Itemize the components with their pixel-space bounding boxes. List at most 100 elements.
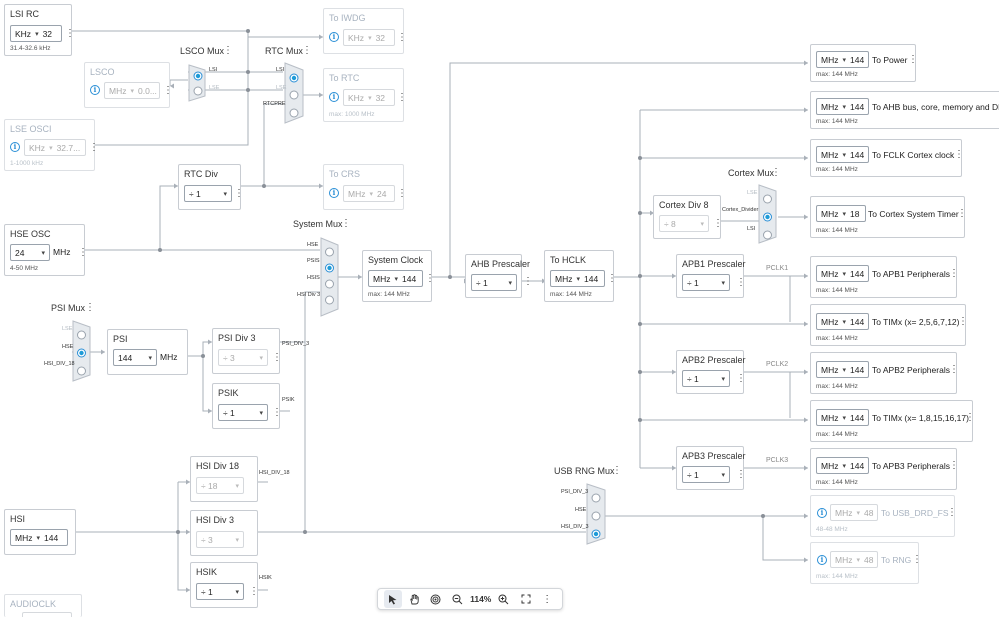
apb1-prescaler-select[interactable]: ÷ 1▾ [682, 274, 730, 291]
psik-select[interactable]: ÷ 1▾ [218, 404, 268, 421]
to-iwdg-block[interactable]: To IWDG i KHz▾32 ⋮ [323, 8, 407, 54]
more-icon[interactable]: ⋮ [523, 276, 533, 287]
lsco-mux[interactable] [188, 64, 206, 102]
psi-block[interactable]: PSI 144▾ MHz [107, 329, 188, 375]
ahb-prescaler-select[interactable]: ÷ 1▾ [471, 274, 517, 291]
more-icon[interactable]: ⋮ [223, 45, 233, 56]
hsi-block[interactable]: HSI MHz▾144 [4, 509, 76, 555]
psi-mux[interactable] [72, 320, 91, 382]
target-icon[interactable] [427, 590, 445, 608]
system-clock-block[interactable]: System Clock MHz▾144 ⋮ max: 144 MHz [362, 250, 435, 302]
output-to-usb-drd-fs[interactable]: i MHz▾48 To USB_DRD_FS ⋮ 48-48 MHz [810, 495, 957, 537]
more-icon[interactable]: ⋮ [949, 460, 959, 471]
output-select[interactable]: MHz▾18 [816, 205, 866, 222]
more-icon[interactable]: ⋮ [771, 167, 781, 178]
rtc-div-select[interactable]: ÷ 1▾ [184, 185, 232, 202]
zoom-in-icon[interactable] [495, 590, 513, 608]
to-hclk-block[interactable]: To HCLK MHz▾144 ⋮ max: 144 MHz [544, 250, 617, 302]
more-icon[interactable]: ⋮ [949, 268, 959, 279]
output-select[interactable]: MHz▾144 [816, 409, 869, 426]
psi-select[interactable]: 144▾ [113, 349, 157, 366]
to-rtc-block[interactable]: To RTC i KHz▾32 ⋮ max: 1000 MHz [323, 68, 407, 122]
hsi-div3-select[interactable]: ÷ 3▾ [196, 531, 244, 548]
more-icon[interactable]: ⋮ [234, 188, 244, 199]
rtc-div-block[interactable]: RTC Div ÷ 1▾ ⋮ [178, 164, 244, 210]
more-icon[interactable]: ⋮ [249, 586, 259, 597]
output-to-apb2[interactable]: MHz▾144 To APB2 Peripherals ⋮ max: 144 M… [810, 352, 959, 394]
lse-osci-select[interactable]: KHz▾32.7... [24, 139, 86, 156]
apb2-prescaler-block[interactable]: APB2 Prescaler ÷ 1▾ ⋮ [676, 350, 746, 394]
cortex-div8-select[interactable]: ÷ 8▾ [659, 215, 709, 232]
more-icon[interactable]: ⋮ [958, 316, 968, 327]
more-options-icon[interactable]: ⋮ [542, 593, 553, 605]
hsik-select[interactable]: ÷ 1▾ [196, 583, 244, 600]
more-icon[interactable]: ⋮ [908, 54, 918, 65]
more-icon[interactable]: ⋮ [957, 208, 967, 219]
hsi-div3-block[interactable]: HSI Div 3 ÷ 3▾ [190, 510, 258, 556]
output-to-apb3[interactable]: MHz▾144 To APB3 Peripherals ⋮ max: 144 M… [810, 448, 959, 490]
output-to-cortex-timer[interactable]: MHz▾18 To Cortex System Timer ⋮ max: 144… [810, 196, 967, 238]
to-crs-select[interactable]: MHz▾24 [343, 185, 395, 202]
more-icon[interactable]: ⋮ [954, 149, 964, 160]
system-clock-select[interactable]: MHz▾144 [368, 270, 423, 287]
to-hclk-select[interactable]: MHz▾144 [550, 270, 605, 287]
more-icon[interactable]: ⋮ [85, 302, 95, 313]
output-to-fclk[interactable]: MHz▾144 To FCLK Cortex clock ⋮ max: 144 … [810, 139, 964, 177]
output-to-ahb[interactable]: MHz▾144 To AHB bus, core, memory and DMA… [810, 91, 999, 129]
more-icon[interactable]: ⋮ [65, 28, 75, 39]
more-icon[interactable]: ⋮ [397, 92, 407, 103]
more-icon[interactable]: ⋮ [272, 352, 282, 363]
more-icon[interactable]: ⋮ [912, 554, 922, 565]
apb1-prescaler-block[interactable]: APB1 Prescaler ÷ 1▾ ⋮ [676, 254, 746, 298]
system-mux[interactable] [320, 237, 339, 317]
more-icon[interactable]: ⋮ [272, 407, 282, 418]
lse-osci-block[interactable]: LSE OSCI i KHz▾32.7... ⋮ 1-1000 kHz [4, 119, 99, 171]
zoom-out-icon[interactable] [449, 590, 467, 608]
psi-div3-block[interactable]: PSI Div 3 ÷ 3▾ ⋮ [212, 328, 282, 374]
hsik-block[interactable]: HSIK ÷ 1▾ ⋮ [190, 562, 259, 608]
hsi-div18-block[interactable]: HSI Div 18 ÷ 18▾ [190, 456, 258, 502]
output-select[interactable]: MHz▾144 [816, 51, 869, 68]
lsco-select[interactable]: MHz▾0.0... [104, 82, 160, 99]
psik-block[interactable]: PSIK ÷ 1▾ ⋮ [212, 383, 282, 429]
audioclk-select[interactable] [22, 612, 72, 617]
more-icon[interactable]: ⋮ [736, 277, 746, 288]
more-icon[interactable]: ⋮ [612, 465, 622, 476]
more-icon[interactable]: ⋮ [425, 273, 435, 284]
output-select[interactable]: MHz▾144 [816, 313, 869, 330]
pointer-icon[interactable] [383, 590, 402, 608]
cortex-div8-block[interactable]: Cortex Div 8 ÷ 8▾ ⋮ [653, 195, 723, 239]
audioclk-block[interactable]: AUDIOCLK [4, 594, 82, 617]
hsi-select[interactable]: MHz▾144 [10, 529, 68, 546]
output-select[interactable]: MHz▾144 [816, 265, 869, 282]
hand-pan-icon[interactable] [405, 590, 423, 608]
cortex-mux[interactable] [758, 184, 777, 244]
hse-osc-select[interactable]: 24▾ [10, 244, 50, 261]
more-icon[interactable]: ⋮ [965, 412, 975, 423]
output-select[interactable]: MHz▾144 [816, 146, 869, 163]
lsco-block[interactable]: LSCO i MHz▾0.0... ⋮ [84, 62, 173, 108]
lsi-rc-select[interactable]: KHz▾32 [10, 25, 62, 42]
more-icon[interactable]: ⋮ [397, 32, 407, 43]
output-to-rng[interactable]: i MHz▾48 To RNG ⋮ max: 144 MHz [810, 542, 922, 584]
psi-div3-select[interactable]: ÷ 3▾ [218, 349, 268, 366]
more-icon[interactable]: ⋮ [397, 188, 407, 199]
apb3-prescaler-block[interactable]: APB3 Prescaler ÷ 1▾ ⋮ [676, 446, 746, 490]
more-icon[interactable]: ⋮ [78, 247, 88, 258]
more-icon[interactable]: ⋮ [736, 469, 746, 480]
output-to-power[interactable]: MHz▾144 To Power ⋮ max: 144 MHz [810, 44, 918, 82]
output-select[interactable]: MHz▾144 [816, 98, 869, 115]
more-icon[interactable]: ⋮ [736, 373, 746, 384]
output-select[interactable]: MHz▾144 [816, 361, 869, 378]
apb2-prescaler-select[interactable]: ÷ 1▾ [682, 370, 730, 387]
more-icon[interactable]: ⋮ [89, 142, 99, 153]
apb3-prescaler-select[interactable]: ÷ 1▾ [682, 466, 730, 483]
hsi-div18-select[interactable]: ÷ 18▾ [196, 477, 244, 494]
usb-rng-mux[interactable] [586, 483, 606, 545]
output-select[interactable]: MHz▾48 [830, 551, 878, 568]
to-crs-block[interactable]: To CRS i MHz▾24 ⋮ [323, 164, 407, 210]
hse-osc-block[interactable]: HSE OSC 24▾ MHz ⋮ 4-50 MHz [4, 224, 88, 276]
rtc-mux[interactable] [284, 62, 304, 124]
fit-screen-icon[interactable] [517, 590, 535, 608]
output-to-apb1[interactable]: MHz▾144 To APB1 Peripherals ⋮ max: 144 M… [810, 256, 959, 298]
